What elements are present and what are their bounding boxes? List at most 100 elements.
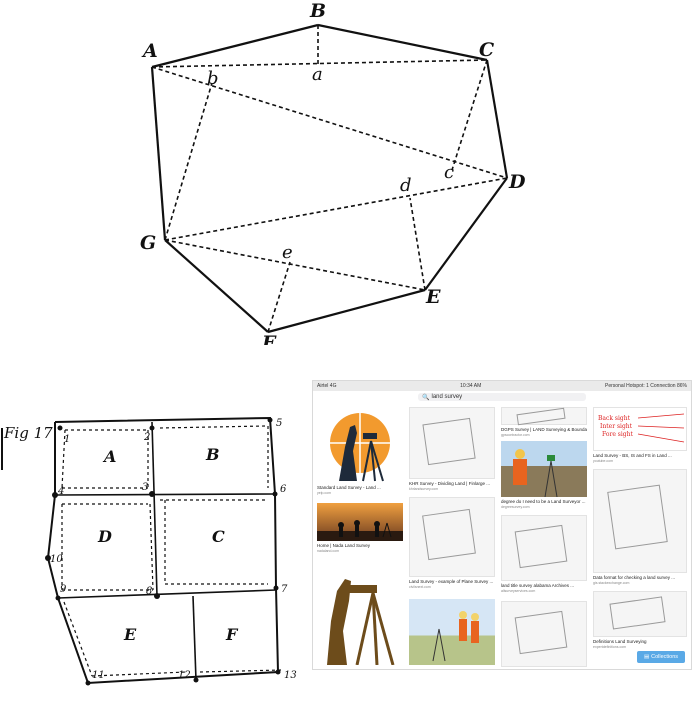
- result-thumb-10[interactable]: [501, 601, 587, 667]
- level-surveyor-icon: [327, 579, 395, 666]
- station-label-4: 4: [57, 486, 64, 497]
- carrier-name: Airtel: [317, 383, 329, 389]
- search-query: land survey: [431, 394, 463, 400]
- result-source-7: allsurveyservices.com: [501, 589, 536, 593]
- vertex-label-a: A: [141, 40, 158, 62]
- network-type: 4G: [329, 383, 337, 389]
- lot-label-d: D: [97, 527, 112, 546]
- tie-gd: [164, 177, 508, 241]
- offset-f-e: [267, 261, 291, 333]
- result-source-2: nadaland.com: [317, 549, 339, 553]
- offset-11-12: [91, 671, 187, 677]
- result-thumb-3[interactable]: [317, 561, 403, 666]
- offset-2-5: [159, 425, 266, 429]
- lot-label-e: E: [123, 625, 137, 644]
- vertex-label-e: E: [425, 286, 441, 308]
- station-point-8: [154, 593, 160, 599]
- edge-ef: [267, 288, 426, 334]
- result-source-5: gpscontractor.com: [501, 433, 530, 437]
- edge-fg: [164, 239, 269, 333]
- dashed-tie-lines: [151, 25, 508, 333]
- field-surveyors-icon: [432, 611, 479, 662]
- result-thumb-7[interactable]: [501, 407, 587, 425]
- search-icon: 🔍: [422, 394, 430, 401]
- result-thumb-9[interactable]: [501, 515, 587, 581]
- station-point-4: [52, 492, 58, 498]
- station-label-8: 8: [146, 586, 152, 597]
- vertex-label-d: D: [508, 171, 526, 193]
- polygon-diagram: A B C D E F G a b c d e: [140, 0, 526, 354]
- result-source-3: khrlandsurvey.com: [409, 487, 439, 491]
- search-row: 🔍 land survey: [313, 391, 691, 403]
- status-bar: Airtel 4G 10:34 AM Personal Hotspot: 1 C…: [313, 381, 691, 391]
- division-row-2: [57, 589, 277, 599]
- result-caption-7[interactable]: land title survey alabama Archives ...: [501, 583, 575, 588]
- division-col-2: [192, 595, 197, 681]
- figure-label: Fig 17: [3, 424, 53, 442]
- result-caption-10[interactable]: Definitions Land Surveying: [593, 639, 647, 644]
- result-thumb-1[interactable]: [317, 407, 403, 483]
- polygon-boundary: [150, 23, 509, 334]
- station-point-2: [149, 425, 155, 431]
- result-caption-9[interactable]: Data format for checking a land survey .…: [593, 575, 676, 580]
- station-point-13: [275, 669, 281, 675]
- lot-label-c: C: [212, 527, 225, 546]
- division-row-1: [54, 493, 276, 496]
- offset-12-13: [199, 669, 283, 673]
- result-caption-5[interactable]: DGPS Survey | LAND Surveying & Boundary: [501, 427, 587, 432]
- edge-ab: [151, 23, 319, 69]
- station-point-5: [267, 417, 273, 423]
- result-source-10: expertdefinitions.com: [593, 645, 627, 649]
- result-caption-1[interactable]: Standard Land Survey - Land ...: [317, 485, 381, 490]
- collections-icon: ▤: [643, 654, 650, 660]
- station-label-5: 5: [276, 418, 282, 429]
- station-label-7: 7: [281, 584, 288, 595]
- result-thumb-11[interactable]: Back sight Inter sight Fore sight: [593, 407, 687, 451]
- inner-label-e: e: [282, 242, 293, 263]
- offset-g-b: [164, 82, 213, 241]
- result-thumb-13[interactable]: [593, 591, 687, 637]
- result-thumb-12[interactable]: [593, 469, 687, 573]
- battery-level: 86%: [676, 383, 687, 389]
- station-point-10: [45, 555, 51, 561]
- division-col-1: [151, 421, 158, 597]
- hotspot-status: Personal Hotspot: 1 Connection: [604, 383, 676, 389]
- result-caption-2[interactable]: Home | Nada Land Survey: [317, 543, 370, 548]
- inner-label-b: b: [207, 68, 219, 89]
- station-label-10: 10: [50, 554, 63, 565]
- offset-9-11: [63, 601, 93, 677]
- plot-dashed-offsets: [61, 425, 283, 677]
- collections-button[interactable]: ▤ Collections: [637, 651, 685, 663]
- result-thumb-2[interactable]: [317, 503, 403, 541]
- status-time: 10:34 AM: [460, 383, 482, 389]
- edge-ga: [150, 66, 167, 241]
- offset-3-8: [149, 503, 154, 591]
- result-caption-4[interactable]: Land Survey - example of Plane Survey ..…: [409, 579, 494, 584]
- result-caption-3[interactable]: KHR Survey - Dividing Land | Finlarge ..…: [409, 481, 490, 486]
- result-caption-8[interactable]: Land Survey - BS, IS and FS in Land ...: [593, 453, 672, 458]
- plot-division-lines: [54, 421, 277, 681]
- result-thumb-5[interactable]: [409, 497, 495, 577]
- polygon-survey-figure: A B C D E F G a b c d e: [0, 0, 700, 354]
- edge-de: [424, 177, 508, 291]
- outer-boundary: [46, 416, 280, 685]
- station-label-9: 9: [60, 584, 67, 595]
- offset-c-c: [451, 59, 488, 171]
- result-source-8: youtube.com: [593, 459, 614, 463]
- sunset-surveyors-icon: [317, 520, 403, 541]
- inner-label-a: a: [312, 64, 323, 85]
- station-label-1: 1: [64, 434, 70, 445]
- station-label-6: 6: [280, 484, 287, 495]
- result-thumb-4[interactable]: [409, 407, 495, 479]
- tie-ge: [164, 239, 426, 291]
- search-input[interactable]: 🔍 land survey: [418, 393, 586, 401]
- station-point-9: [55, 595, 61, 601]
- station-label-13: 13: [284, 670, 297, 681]
- result-thumb-6[interactable]: [409, 599, 495, 665]
- level-sight-diagram-icon: Back sight Inter sight Fore sight: [598, 413, 685, 443]
- result-caption-6[interactable]: degree do I need to be a Land Surveyor .…: [501, 499, 586, 504]
- result-thumb-8[interactable]: [501, 441, 587, 498]
- station-point-11: [85, 680, 91, 686]
- image-search-screenshot: Airtel 4G 10:34 AM Personal Hotspot: 1 C…: [312, 380, 692, 670]
- edge-bc: [317, 23, 488, 62]
